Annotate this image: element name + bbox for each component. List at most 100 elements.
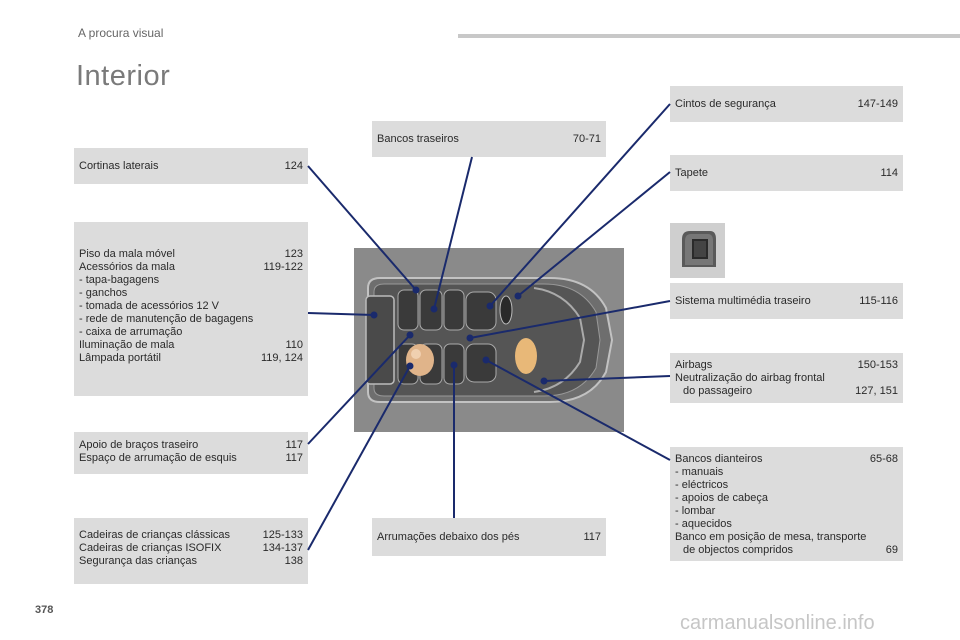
label: Lâmpada portátil: [79, 352, 161, 364]
box-airbags: Airbags 150-153 Neutralização do airbag …: [670, 353, 903, 403]
row-bracos: Apoio de braços traseiro 117: [79, 439, 303, 452]
callout-dot: [412, 286, 420, 294]
row-cortinas: Cortinas laterais 124: [79, 160, 303, 173]
label: Espaço de arrumação de esquis: [79, 452, 237, 464]
row-multimedia: Sistema multimédia traseiro 115-116: [675, 295, 898, 308]
label: Bancos dianteiros: [675, 453, 763, 465]
page-ref: 117: [583, 531, 601, 543]
list-item: - apoios de cabeça: [675, 492, 768, 504]
callout-dot: [482, 356, 490, 364]
box-bancos-traseiros: Bancos traseiros 70-71: [372, 121, 606, 157]
callout-dot: [514, 292, 522, 300]
page-ref: 117: [285, 452, 303, 464]
label: Cintos de segurança: [675, 98, 776, 110]
callout-dot: [406, 362, 414, 370]
rear-screen-icon: [670, 223, 725, 278]
leader-line-tapete: [517, 171, 671, 297]
label: Tapete: [675, 167, 709, 179]
row-lampada: Lâmpada portátil 119, 124: [79, 352, 303, 365]
row-airbags: Airbags 150-153: [675, 359, 898, 372]
callout-dot: [540, 377, 548, 385]
leader-line-airbags: [543, 375, 671, 382]
page-ref: 123: [284, 248, 303, 260]
page-ref: 127, 151: [855, 385, 898, 397]
page-ref: 147-149: [857, 98, 898, 110]
label: Apoio de braços traseiro: [79, 439, 199, 451]
row-cintos: Cintos de segurança 147-149: [675, 98, 898, 111]
neutralizacao-line: Neutralização do airbag frontal: [675, 372, 825, 384]
box-multimedia: Sistema multimédia traseiro 115-116: [670, 283, 903, 319]
leader-line-mala: [307, 312, 375, 316]
page-ref: 114: [880, 167, 898, 179]
box-criancas: Cadeiras de crianças clássicas 125-133 C…: [74, 518, 308, 584]
box-arrumacoes: Arrumações debaixo dos pés 117: [372, 518, 606, 556]
label: de objectos compridos: [683, 544, 794, 556]
row-tapete: Tapete 114: [675, 167, 898, 180]
watermark-text: carmanualsonline.info: [680, 612, 875, 634]
page-ref: 119-122: [263, 261, 303, 273]
page-ref: 110: [285, 339, 303, 351]
list-item: - eléctricos: [675, 479, 729, 491]
page-ref: 70-71: [572, 133, 601, 145]
page-ref: 138: [284, 555, 303, 567]
callout-dot: [486, 302, 494, 310]
label: Segurança das crianças: [79, 555, 198, 567]
page-ref: 65-68: [869, 453, 898, 465]
page-title: Interior: [76, 60, 171, 92]
page-ref: 69: [885, 544, 898, 556]
list-item: - rede de manutenção de bagagens: [79, 313, 254, 325]
callout-dot: [406, 331, 414, 339]
car-interior-illustration: [354, 248, 624, 432]
row-acessorios: Acessórios da mala 119-122: [79, 261, 303, 274]
row-seguranca: Segurança das crianças 138: [79, 555, 303, 568]
label: Piso da mala móvel: [79, 248, 175, 260]
row-passageiro: do passageiro 127, 151: [675, 385, 898, 398]
row-isofix: Cadeiras de crianças ISOFIX 134-137: [79, 542, 303, 555]
list-item: - manuais: [675, 466, 724, 478]
page-ref: 150-153: [857, 359, 898, 371]
row-bancos-traseiros: Bancos traseiros 70-71: [377, 133, 601, 146]
label: Sistema multimédia traseiro: [675, 295, 811, 307]
list-item: - aquecidos: [675, 518, 732, 530]
list-item: - tomada de acessórios 12 V: [79, 300, 220, 312]
page-ref: 125-133: [262, 529, 303, 541]
row-classicas: Cadeiras de crianças clássicas 125-133: [79, 529, 303, 542]
car-topview-image: [354, 248, 624, 432]
page-ref: 115-116: [859, 295, 898, 307]
box-dianteiros: Bancos dianteiros 65-68 - manuais - eléc…: [670, 447, 903, 561]
page-ref: 124: [284, 160, 303, 172]
callout-dot: [450, 361, 458, 369]
label: Cadeiras de crianças ISOFIX: [79, 542, 222, 554]
leader-line-cintos: [489, 103, 671, 307]
label: Cadeiras de crianças clássicas: [79, 529, 231, 541]
leader-line-multimedia: [469, 300, 671, 339]
list-item: - caixa de arrumação: [79, 326, 183, 338]
label: Cortinas laterais: [79, 160, 159, 172]
row-dianteiros: Bancos dianteiros 65-68: [675, 453, 898, 466]
label: Iluminação de mala: [79, 339, 175, 351]
list-item: - tapa-bagagens: [79, 274, 160, 286]
box-apoio: Apoio de braços traseiro 117 Espaço de a…: [74, 432, 308, 474]
leader-line-bancos-traseiros: [433, 156, 473, 310]
box-cortinas: Cortinas laterais 124: [74, 148, 308, 184]
row-iluminacao: Iluminação de mala 110: [79, 339, 303, 352]
leader-line-dianteiros: [485, 359, 671, 461]
mesa-line: Banco em posição de mesa, transporte: [675, 531, 867, 543]
page-ref: 134-137: [262, 542, 303, 554]
label: do passageiro: [683, 385, 753, 397]
leader-line-cortinas: [307, 165, 417, 291]
list-item: - ganchos: [79, 287, 128, 299]
label: Airbags: [675, 359, 713, 371]
leader-line-apoio: [307, 334, 411, 445]
rear-screen-thumbnail: [670, 223, 725, 278]
label: Acessórios da mala: [79, 261, 175, 273]
page-ref: 119, 124: [260, 352, 303, 364]
row-arrumacoes: Arrumações debaixo dos pés 117: [377, 531, 601, 544]
header-divider: [458, 34, 960, 38]
callout-dot: [466, 334, 474, 342]
label: Bancos traseiros: [377, 133, 459, 145]
box-mala: Piso da mala móvel 123 Acessórios da mal…: [74, 222, 308, 396]
row-piso: Piso da mala móvel 123: [79, 248, 303, 261]
callout-dot: [430, 305, 438, 313]
